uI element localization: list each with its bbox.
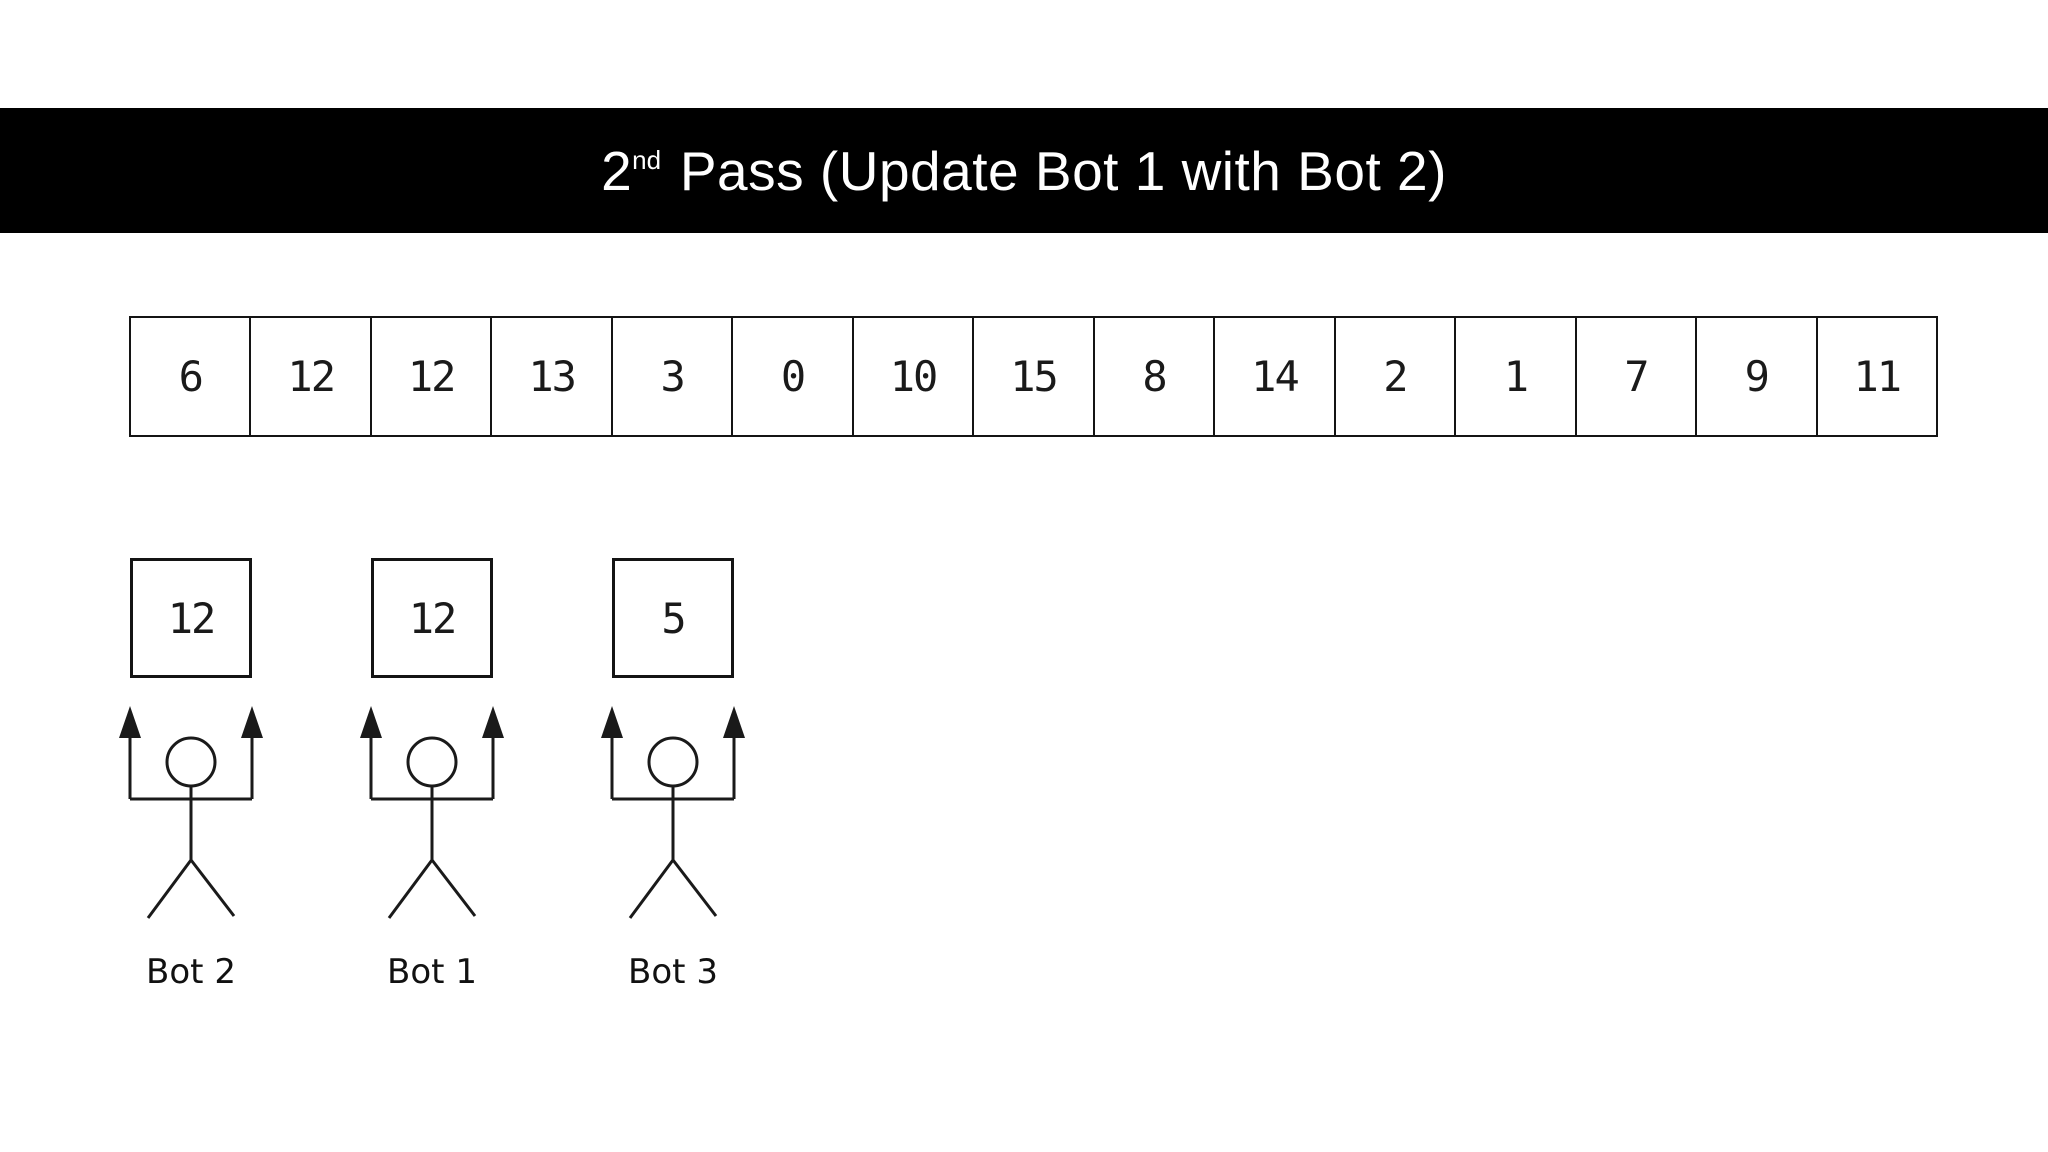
bot-label: Bot 1	[387, 952, 477, 992]
head-circle	[406, 736, 458, 788]
bot-label: Bot 3	[628, 952, 718, 992]
array-cell-0: 6	[131, 318, 252, 435]
array-cell-1: 12	[251, 318, 372, 435]
array-cell-3: 13	[492, 318, 613, 435]
array-cell-4: 3	[613, 318, 734, 435]
bot-held-value: 12	[408, 593, 458, 643]
right-arrow-up-icon	[723, 706, 745, 738]
title-ordinal-suffix: nd	[632, 144, 662, 175]
array-cell-8: 8	[1095, 318, 1216, 435]
title-rest: Pass (Update Bot 1 with Bot 2)	[664, 139, 1447, 202]
bot-held-value: 5	[661, 593, 686, 643]
bot-held-value-box: 12	[371, 558, 493, 678]
array-cell-10: 2	[1336, 318, 1457, 435]
right-leg-line	[189, 859, 236, 917]
left-leg-line	[628, 859, 675, 919]
left-leg-line	[387, 859, 434, 919]
array-cell-7: 15	[974, 318, 1095, 435]
bot-group-bot1: 12 Bot 1	[356, 558, 508, 1003]
title-banner: 2nd Pass (Update Bot 1 with Bot 2)	[0, 108, 2048, 233]
array-cell-9: 14	[1215, 318, 1336, 435]
right-arrow-up-icon	[241, 706, 263, 738]
bot-held-value-box: 5	[612, 558, 734, 678]
title-number: 2	[601, 139, 633, 202]
bot-group-bot3: 5 Bot 3	[597, 558, 749, 1003]
bot-label: Bot 2	[146, 952, 236, 992]
right-leg-line	[430, 859, 477, 917]
bot-held-value-box: 12	[130, 558, 252, 678]
value-array: 6 12 12 13 3 0 10 15 8 14 2 1 7 9 11	[129, 316, 1938, 437]
bot-stick-figure	[601, 706, 745, 919]
left-arrow-up-icon	[601, 706, 623, 738]
head-circle	[165, 736, 217, 788]
right-leg-line	[671, 859, 718, 917]
array-cell-12: 7	[1577, 318, 1698, 435]
array-cell-14: 11	[1853, 352, 1903, 401]
bot-group-bot2: 12 Bot 2	[115, 558, 267, 1003]
left-leg-line	[146, 859, 193, 919]
bot-stick-figure	[360, 706, 504, 919]
slide-title: 2nd Pass (Update Bot 1 with Bot 2)	[601, 139, 1447, 203]
array-cell-6: 10	[854, 318, 975, 435]
bot-stick-figure	[119, 706, 263, 919]
head-circle	[647, 736, 699, 788]
left-arrow-up-icon	[119, 706, 141, 738]
bot-held-value: 12	[167, 593, 217, 643]
array-cell-2: 12	[372, 318, 493, 435]
right-arrow-up-icon	[482, 706, 504, 738]
array-cell-5: 0	[733, 318, 854, 435]
array-cell-13: 9	[1697, 318, 1818, 435]
left-arrow-up-icon	[360, 706, 382, 738]
array-cell-11: 1	[1456, 318, 1577, 435]
